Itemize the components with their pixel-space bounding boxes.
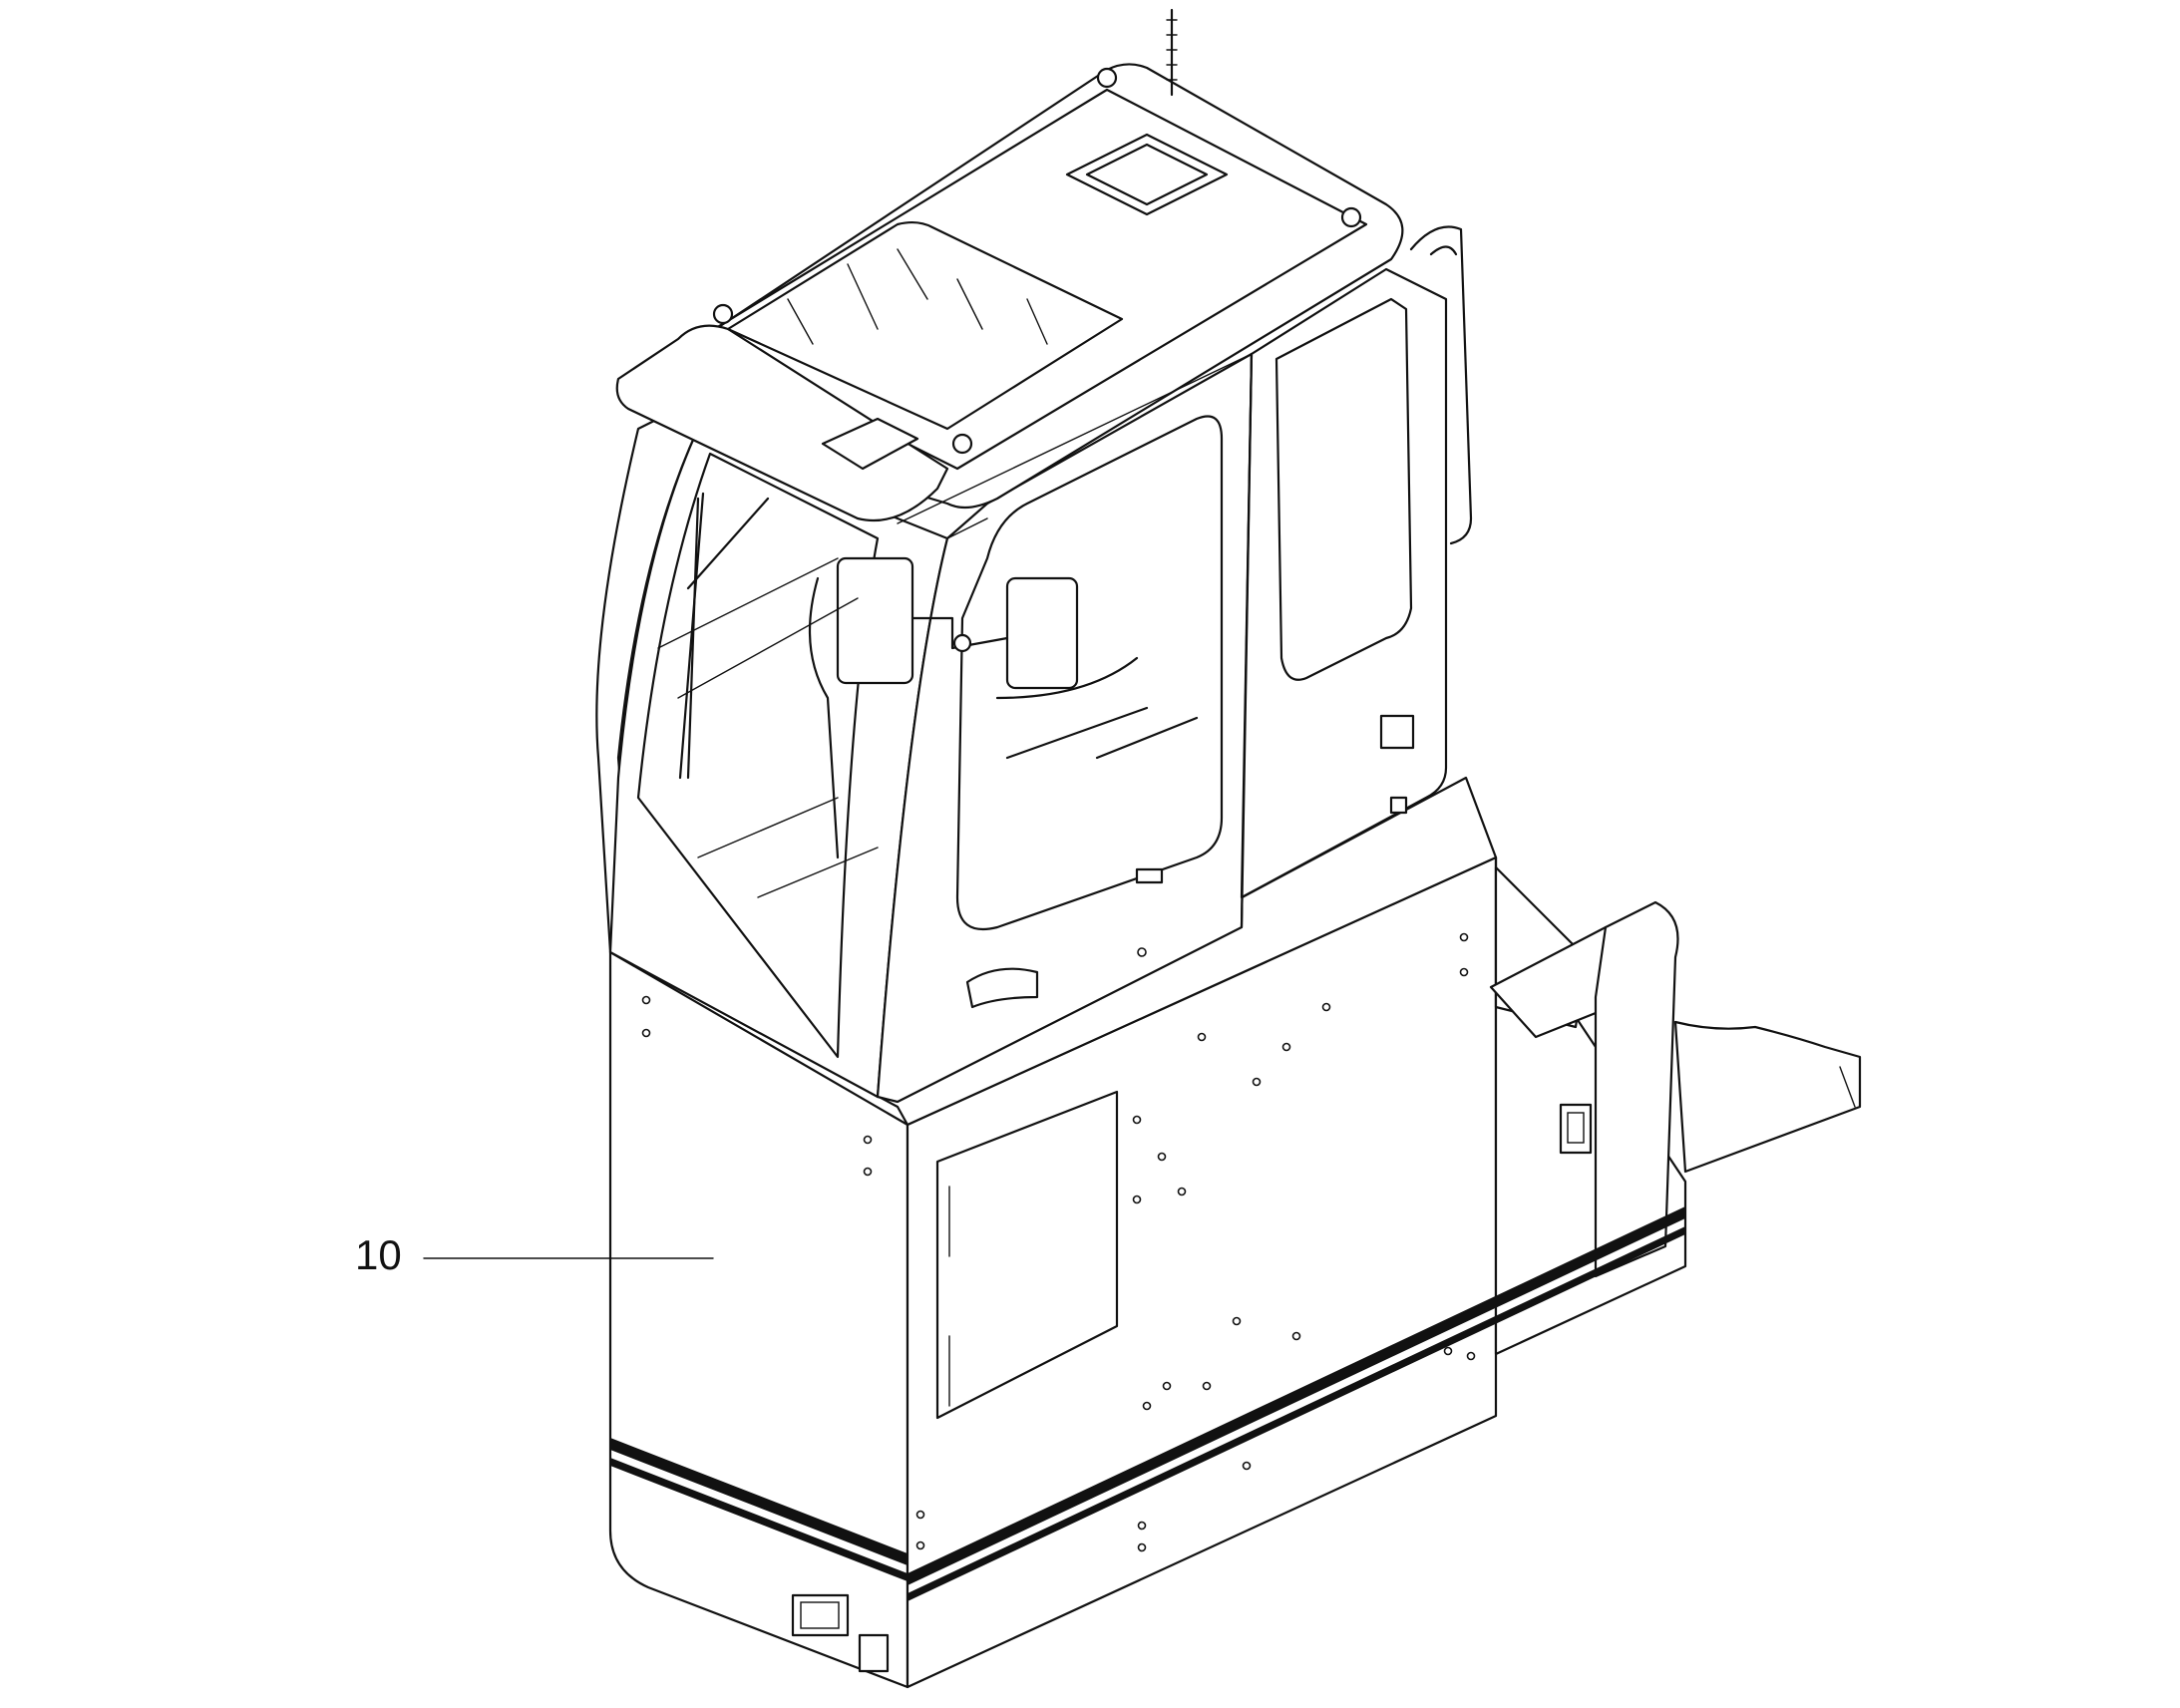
cab-structure [595,8,1473,1104]
callout-number: 10 [355,1231,402,1278]
